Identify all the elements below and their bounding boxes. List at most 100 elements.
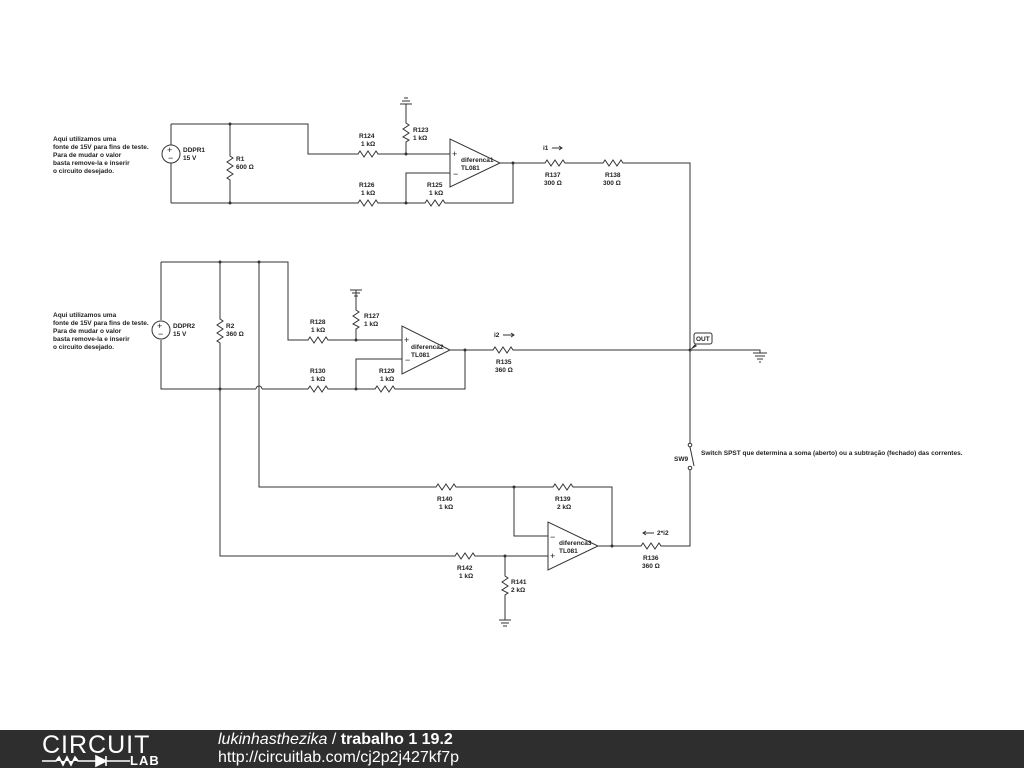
resistor-r2[interactable]: R2 360 Ω [216,316,244,346]
note-line: Aqui utilizamos uma [53,136,117,143]
resistor-name: R2 [226,323,235,330]
source-name: DDPR2 [173,323,195,330]
author-link[interactable]: lukinhasthezika [218,731,328,748]
resistor-r142[interactable]: R142 1 kΩ [452,552,477,580]
schematic-canvas[interactable]: + − DDPR1 15 V + − DDPR2 15 V R1 600 Ω R… [0,0,1024,730]
svg-text:+: + [550,551,555,561]
junctions [218,122,692,558]
current-label: i2 [494,332,500,339]
resistor-r141[interactable]: R141 2 kΩ [501,573,527,598]
svg-text:−: − [453,169,458,179]
resistor-name: R140 [437,496,453,503]
svg-text:+: + [157,321,162,331]
circuit-title[interactable]: trabalho 1 19.2 [340,731,453,748]
circuit-url[interactable]: http://circuitlab.com/cj2p2j427kf7p [218,749,460,766]
resistor-r135[interactable]: R135 360 Ω [490,346,515,374]
opamp-diferenca2[interactable]: + − diferenca2 TL081 [401,325,452,375]
note-line: basta remove-la e inserir [53,160,130,167]
resistor-value: 360 Ω [495,367,513,374]
resistor-r125[interactable]: R125 1 kΩ [422,182,447,207]
resistor-r138[interactable]: R138 300 Ω [600,159,625,187]
resistor-r129[interactable]: R129 1 kΩ [372,368,397,393]
wires [160,104,761,620]
resistor-value: 2 kΩ [557,504,571,511]
resistor-name: R124 [359,133,375,140]
resistor-value: 300 Ω [603,180,621,187]
footer-bar: CIRCUIT LAB lukinhasthezika / trabalho 1… [0,730,1024,768]
resistor-r128[interactable]: R128 1 kΩ [305,319,330,344]
resistor-value: 360 Ω [226,331,244,338]
svg-text:−: − [405,355,410,365]
source-name: DDPR1 [183,147,205,154]
svg-text:−: − [158,329,163,339]
separator: / [327,731,341,748]
resistor-value: 1 kΩ [429,190,443,197]
note-switch: Switch SPST que determina a soma (aberto… [701,450,963,457]
resistor-name: R1 [236,156,245,163]
resistor-value: 600 Ω [236,164,254,171]
ground-symbol [350,289,362,297]
ground-symbol [753,352,767,363]
opamp-diferenca1[interactable]: + − diferenca1 TL081 [449,138,502,188]
logo-text-lab: LAB [130,753,160,768]
resistor-name: R141 [511,579,527,586]
source-value: 15 V [183,155,197,162]
resistor-r137[interactable]: R137 300 Ω [542,159,567,187]
current-i2: i2 [494,332,515,339]
resistor-r123[interactable]: R123 1 kΩ [402,120,429,145]
svg-text:+: + [167,145,172,155]
resistor-value: 1 kΩ [413,135,427,142]
note-line: basta remove-la e inserir [53,336,130,343]
current-i1: i1 [543,145,563,152]
ground-symbol [499,619,511,627]
source-ddpr1[interactable]: + − DDPR1 15 V [161,144,205,164]
resistor-r1[interactable]: R1 600 Ω [226,153,254,183]
source-value: 15 V [173,331,187,338]
note-line: fonte de 15V para fins de teste. [53,144,149,151]
resistor-r130[interactable]: R130 1 kΩ [305,368,330,393]
resistor-value: 1 kΩ [459,573,473,580]
opamp-diferenca3[interactable]: − + diferenca3 TL081 [547,521,600,571]
resistor-value: 2 kΩ [511,587,525,594]
note-source2: Aqui utilizamos uma fonte de 15V para fi… [53,312,149,351]
note-line: Para de mudar o valor [53,328,122,335]
output-label: OUT [696,336,710,343]
switch-name: SW9 [674,456,688,463]
resistor-r127[interactable]: R127 1 kΩ [352,307,380,332]
resistor-r136[interactable]: R136 360 Ω [638,542,663,570]
resistor-diode-icon [42,754,130,768]
opamp-name: diferenca1 [461,157,494,164]
resistor-r139[interactable]: R139 2 kΩ [550,483,575,511]
current-2i2: 2*i2 [642,530,669,537]
resistor-name: R136 [643,555,659,562]
switch-sw9[interactable]: SW9 [674,440,695,471]
note-line: o circuito desejado. [53,168,114,175]
resistor-value: 360 Ω [642,563,660,570]
resistor-name: R126 [359,182,375,189]
svg-text:−: − [168,153,173,163]
resistor-name: R123 [413,127,429,134]
note-line: o circuito desejado. [53,344,114,351]
resistor-name: R130 [310,368,326,375]
output-tag[interactable]: OUT [690,332,713,350]
resistor-value: 1 kΩ [311,327,325,334]
resistor-r140[interactable]: R140 1 kΩ [433,483,458,511]
opamp-model: TL081 [461,165,480,172]
resistor-value: 1 kΩ [361,190,375,197]
circuit-schematic: + − DDPR1 15 V + − DDPR2 15 V R1 600 Ω R… [53,97,963,627]
svg-text:+: + [404,335,409,345]
resistor-r126[interactable]: R126 1 kΩ [355,182,380,207]
opamp-name: diferenca3 [559,540,592,547]
resistor-value: 1 kΩ [364,321,378,328]
resistor-name: R127 [364,313,380,320]
opamp-model: TL081 [559,548,578,555]
note-line: Aqui utilizamos uma [53,312,117,319]
resistor-r124[interactable]: R124 1 kΩ [355,133,380,158]
resistor-name: R139 [555,496,571,503]
circuit-attribution: lukinhasthezika / trabalho 1 19.2 [218,731,453,749]
resistor-name: R128 [310,319,326,326]
resistor-name: R129 [379,368,395,375]
source-ddpr2[interactable]: + − DDPR2 15 V [151,320,195,340]
resistor-name: R135 [496,359,512,366]
circuitlab-logo[interactable]: CIRCUIT LAB [42,732,177,768]
